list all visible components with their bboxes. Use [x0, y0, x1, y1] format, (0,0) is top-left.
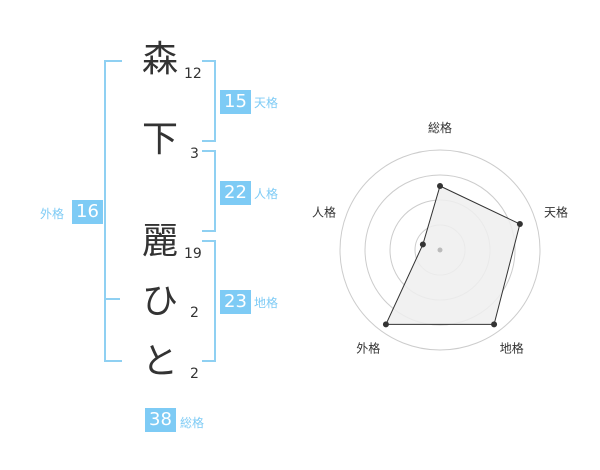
radar-point: [516, 221, 523, 228]
radar-axis-label: 外格: [356, 341, 380, 356]
radar-point: [491, 321, 498, 328]
soukaku-label: 総格: [180, 416, 205, 430]
stroke-count-3: 19: [184, 246, 202, 262]
radar-data-area: [385, 185, 521, 325]
radar-grid-ring: [339, 149, 541, 351]
gaikaku-value: 16: [72, 200, 103, 224]
radar-point: [382, 321, 389, 328]
radar-point: [437, 183, 443, 189]
gaikaku-label: 外格: [40, 207, 65, 221]
radar-axis-label: 地格: [500, 341, 524, 356]
stroke-count-2: 3: [190, 146, 199, 162]
jinkaku-label: 人格: [254, 187, 279, 201]
tenkaku-bracket: [202, 60, 216, 142]
chikaku-label: 地格: [254, 296, 279, 310]
stroke-count-4: 2: [190, 305, 199, 321]
stroke-count-5: 2: [190, 366, 199, 382]
name-char-3: 麗: [141, 221, 178, 262]
stroke-count-1: 12: [184, 66, 202, 82]
name-char-5: と: [141, 341, 178, 382]
radar-axis-label: 天格: [544, 204, 568, 219]
radar-grid-ring: [364, 174, 516, 326]
radar-point: [419, 241, 426, 248]
jinkaku-value: 22: [220, 181, 251, 205]
soukaku-value: 38: [145, 408, 176, 432]
tenkaku-label: 天格: [254, 96, 279, 110]
gaikaku-bracket-split: [104, 298, 120, 300]
radar-center-dot: [437, 247, 443, 253]
name-char-1: 森: [141, 39, 178, 80]
gaikaku-bracket: [104, 60, 122, 362]
name-char-4: ひ: [141, 281, 178, 322]
tenkaku-value: 15: [220, 90, 251, 114]
name-char-2: 下: [141, 119, 178, 160]
jinkaku-bracket: [202, 150, 216, 232]
chikaku-bracket: [202, 240, 216, 362]
chikaku-value: 23: [220, 290, 251, 314]
radar-axis-label: 人格: [312, 204, 336, 219]
radar-axis-label: 総格: [428, 120, 452, 135]
